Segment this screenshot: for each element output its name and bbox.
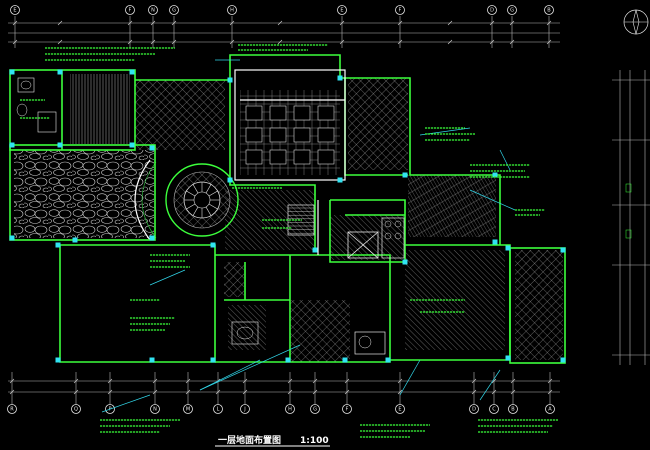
- axis-bubble-bottom: G: [310, 372, 320, 414]
- axis-label: F: [346, 406, 349, 412]
- axis-label: M: [186, 406, 190, 412]
- axis-label: N: [153, 406, 157, 412]
- structural-columns: [9, 69, 566, 363]
- axis-bubble-top: E: [10, 5, 20, 48]
- axis-bubble-bottom: L: [213, 372, 223, 414]
- axis-bubble-top: F: [125, 5, 135, 48]
- axis-bubble-top: D: [487, 5, 497, 48]
- annotation-notes: [20, 44, 558, 438]
- axis-label: G: [510, 7, 514, 13]
- kitchen-area: [347, 217, 405, 355]
- axis-label: E: [340, 7, 343, 13]
- axis-bubble-bottom: P: [105, 372, 115, 414]
- leader-lines: [101, 59, 516, 413]
- axis-label: C: [492, 406, 496, 412]
- axis-bubble-top: G: [169, 5, 179, 48]
- axis-bubble-bottom: D: [469, 372, 479, 414]
- axis-label: G: [172, 7, 176, 13]
- axis-bubble-top: G: [507, 5, 517, 48]
- axis-bubble-top: E: [337, 5, 347, 48]
- axis-label: D: [472, 406, 476, 412]
- floor-plan: [9, 44, 566, 438]
- axis-bubble-bottom: C: [489, 372, 499, 414]
- drawing-title: 一层地面布置图: [218, 434, 281, 446]
- axis-label: L: [217, 406, 220, 412]
- axis-bubble-bottom: A: [545, 372, 555, 414]
- axis-bubble-bottom: J: [240, 372, 250, 414]
- axis-label: R: [10, 406, 14, 412]
- axis-label: D: [490, 7, 494, 13]
- right-dimension-lines: [612, 70, 650, 365]
- axis-label: B: [511, 406, 515, 412]
- axis-bubble-top: F: [395, 5, 405, 48]
- bottom-dimension-lines: [8, 378, 560, 395]
- axis-label: J: [243, 406, 245, 412]
- axis-label: B: [547, 7, 551, 13]
- axis-bubble-top: H: [227, 5, 237, 48]
- compass-icon: [623, 9, 649, 35]
- axis-label: G: [313, 406, 317, 412]
- axis-bubble-bottom: N: [150, 372, 160, 414]
- axis-label: A: [548, 406, 552, 412]
- axis-bubble-bottom: M: [183, 372, 193, 414]
- axis-label: F: [129, 7, 132, 13]
- drawing-title-block: 一层地面布置图 1:100: [215, 434, 330, 447]
- axis-bubble-bottom: Q: [71, 372, 81, 414]
- bathroom-fixtures: [16, 77, 259, 345]
- axis-label: E: [13, 7, 16, 13]
- axis-bubble-bottom: R: [7, 372, 17, 414]
- round-hall: [165, 163, 239, 237]
- axis-bubble-bottom: B: [508, 372, 518, 414]
- axis-label: N: [151, 7, 155, 13]
- drawing-scale: 1:100: [300, 436, 329, 446]
- axis-label: F: [399, 7, 402, 13]
- top-dimension-lines: [8, 20, 560, 45]
- axis-bubble-bottom: F: [342, 372, 352, 414]
- axis-bubble-bottom: E: [395, 372, 405, 414]
- axis-label: Q: [74, 406, 78, 412]
- axis-bubble-top: N: [148, 5, 158, 48]
- axis-bubble-top: B: [544, 5, 554, 48]
- axis-label: H: [230, 7, 234, 13]
- axis-bubble-bottom: H: [285, 372, 295, 414]
- axis-label: E: [398, 406, 401, 412]
- axis-label: H: [288, 406, 292, 412]
